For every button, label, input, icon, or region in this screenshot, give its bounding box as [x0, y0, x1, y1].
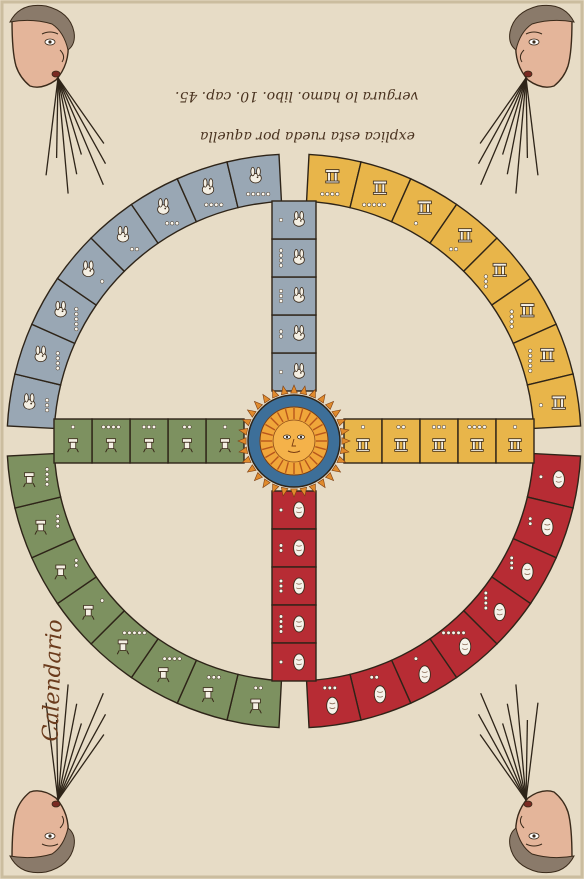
calendario-label: Calendario — [38, 619, 67, 742]
flint-knife-icon — [327, 697, 338, 714]
flint-knife-icon — [294, 502, 305, 518]
wind-head-icon — [478, 5, 574, 193]
flint-knife-icon — [553, 471, 564, 488]
flint-knife-icon — [419, 666, 430, 683]
wind-head-icon — [478, 684, 574, 872]
wind-head-icon — [10, 5, 106, 193]
annotation-line-1: explica esta rueda por aquella — [200, 128, 415, 144]
house-ring — [307, 154, 581, 428]
annotation-line-2: vergura lo hamo. libo. 10. cap. 45. — [175, 88, 418, 104]
flint-knife-icon — [294, 578, 305, 594]
flint-knife-icon — [374, 686, 385, 703]
flint-knife-icon — [294, 616, 305, 632]
house-spoke — [344, 419, 534, 463]
flint-knife-icon — [459, 638, 470, 655]
flint-knife-icon — [494, 603, 505, 620]
flint-knife-icon — [542, 518, 553, 535]
flint-knife-icon — [522, 563, 533, 580]
rabbit-spoke — [272, 201, 316, 391]
reed-spoke — [54, 419, 244, 463]
flint-knife-icon — [294, 654, 305, 670]
rabbit-ring — [7, 154, 281, 428]
flint-spoke — [272, 491, 316, 681]
flint-ring — [307, 454, 581, 728]
flint-knife-icon — [294, 540, 305, 556]
sun-face-icon — [238, 385, 350, 497]
